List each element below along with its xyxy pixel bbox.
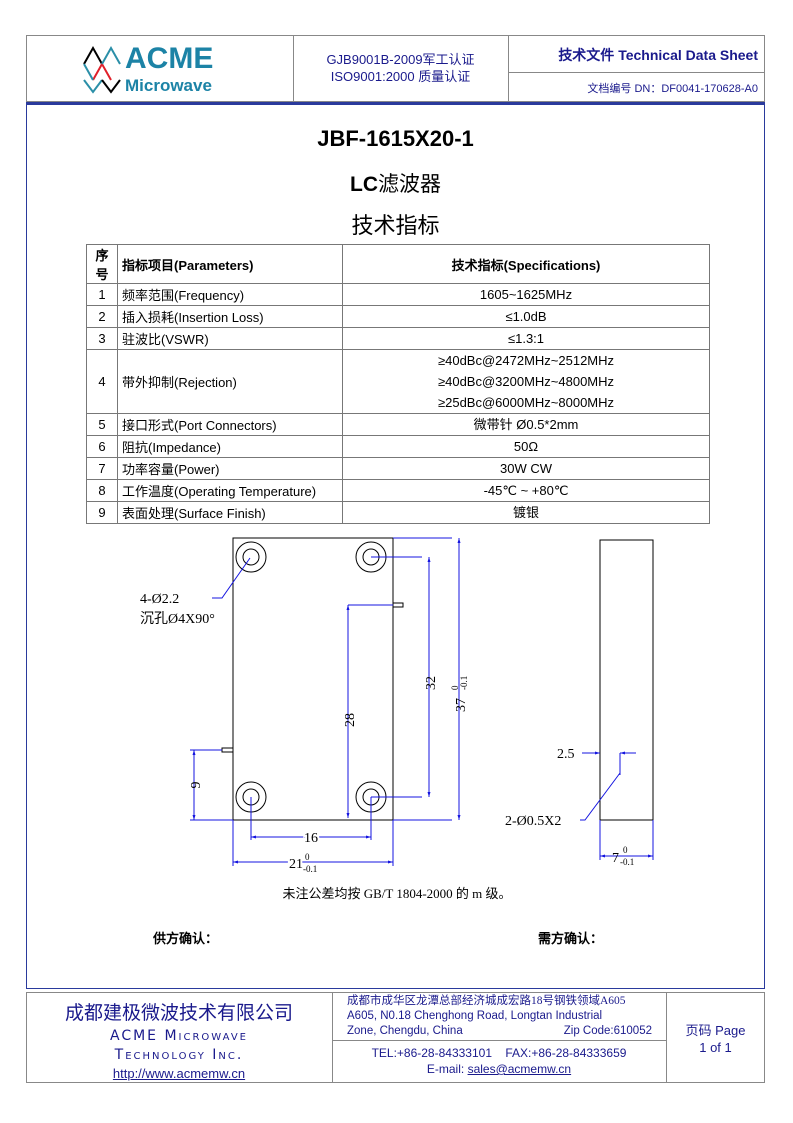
spec-value: ≤1.0dB	[505, 309, 547, 324]
row-parameter: 驻波比(VSWR)	[117, 327, 343, 350]
dim-7-tol-lower: -0.1	[620, 857, 634, 867]
dim-28: 28	[343, 713, 358, 727]
model-title: JBF-1615X20-1	[317, 126, 474, 151]
dim-7: 7	[612, 851, 619, 866]
address-en1: A605, N0.18 Chenghong Road, Longtan Indu…	[347, 1010, 603, 1022]
spec-value: ≥25dBc@6000MHz~8000MHz	[437, 395, 615, 410]
dim-21-tol-upper: 0	[305, 852, 310, 862]
row-parameter: 带外抑制(Rejection)	[117, 349, 343, 414]
mounting-hole	[235, 541, 267, 573]
company-name-en1: ACME Microwave	[109, 1028, 248, 1044]
mechanical-drawing: 4-Ø2.2 沉孔Ø4X90° 28 32 37 0 -0.1 9 16 21 …	[140, 537, 654, 901]
tolerance-note: 未注公差均按 GB/T 1804-2000 的 m 级。	[282, 886, 511, 901]
spec-value: ≥40dBc@2472MHz~2512MHz	[437, 353, 615, 368]
dim-37-tol-upper: 0	[450, 685, 460, 690]
phone-fax: TEL:+86-28-84333101 FAX:+86-28-84333659	[371, 1046, 627, 1060]
dim-37: 37	[454, 698, 469, 712]
dim-16: 16	[304, 831, 318, 846]
spec-value: 微带针 Ø0.5*2mm	[473, 417, 579, 432]
spec-value: ≤1.3:1	[507, 331, 545, 346]
address: 成都市成华区龙潭总部经济城成宏路18号钢铁领域A605 A605, N0.18 …	[347, 994, 652, 1039]
spec-value: 镀银	[512, 505, 539, 520]
filter-body-top-view	[232, 537, 394, 821]
page-info: 页码 Page 1 of 1	[666, 1022, 765, 1056]
pin-note: 2-Ø0.5X2	[505, 814, 561, 829]
filter-body-side-view	[599, 539, 654, 821]
dim-7-tol-upper: 0	[623, 845, 628, 855]
logo-text: ACME	[125, 42, 214, 75]
acme-logo-icon	[83, 45, 121, 94]
page-number: 1 of 1	[699, 1040, 732, 1055]
zip-code: Zip Code:610052	[563, 1025, 652, 1037]
doc-number: 文档编号 DN：DF0041-170628-A0	[587, 83, 758, 95]
row-specification: 1605~1625MHz	[342, 283, 710, 306]
buyer-confirmation: 需方确认：	[538, 931, 604, 946]
dim-32: 32	[424, 676, 439, 690]
dim-37-tol-lower: -0.1	[459, 676, 469, 690]
email-label: E-mail:	[426, 1062, 468, 1076]
header	[26, 35, 765, 102]
spec-value: 30W CW	[500, 461, 552, 476]
row-specification: ≥40dBc@2472MHz~2512MHz ≥40dBc@3200MHz~480…	[342, 349, 710, 414]
certifications: GJB9001B-2009军工认证 ISO9001:2000 质量认证	[293, 51, 508, 85]
dim-21-tol-lower: -0.1	[303, 864, 317, 874]
email-line: E-mail: sales@acmemw.cn	[332, 1062, 666, 1076]
address-en2: Zone, Chengdu, China	[347, 1025, 463, 1037]
hole-note: 4-Ø2.2	[140, 592, 179, 607]
footer	[26, 992, 765, 1083]
address-cn: 成都市成华区龙潭总部经济城成宏路18号钢铁领域A605	[347, 995, 626, 1007]
output-pin	[392, 602, 404, 608]
dim-21: 21	[289, 857, 303, 872]
cert-gjb: GJB9001B-2009军工认证	[326, 52, 475, 67]
company-name-cn: 成都建极微波技术有限公司	[64, 1003, 293, 1024]
email-link[interactable]: sales@acmemw.cn	[467, 1062, 572, 1076]
cert-iso: ISO9001:2000 质量认证	[330, 69, 471, 84]
company-name-en2: Technology Inc.	[114, 1047, 244, 1063]
supplier-confirmation: 供方确认：	[153, 931, 219, 946]
row-specification: 镀银	[342, 501, 710, 524]
logo-subtext: Microwave	[125, 76, 212, 95]
spec-value: 1605~1625MHz	[479, 287, 573, 302]
content-frame	[26, 104, 765, 989]
spec-value: ≥40dBc@3200MHz~4800MHz	[437, 374, 615, 389]
website-link[interactable]: http://www.acmemw.cn	[112, 1066, 246, 1081]
product-type-suffix: 滤波器	[378, 173, 441, 196]
input-pin	[221, 747, 234, 753]
header-spec: 技术指标(Specifications)	[342, 244, 710, 284]
spec-table: 序号 指标项目(Parameters) 技术指标(Specifications)…	[86, 244, 710, 524]
dim-2-5: 2.5	[557, 747, 575, 762]
spec-value: 50Ω	[513, 439, 539, 454]
page-label: 页码 Page	[685, 1023, 746, 1038]
row-parameter: 工作温度(Operating Temperature)	[117, 479, 343, 502]
product-type-prefix: LC	[350, 173, 378, 196]
row-parameter: 接口形式(Port Connectors)	[117, 413, 343, 436]
row-parameter: 频率范围(Frequency)	[117, 283, 343, 306]
doc-type: 技术文件 Technical Data Sheet	[558, 47, 758, 63]
countersink-note: 沉孔Ø4X90°	[140, 611, 215, 627]
dim-9: 9	[189, 782, 204, 789]
row-specification: ≤1.0dB	[342, 305, 710, 328]
product-type: LC滤波器	[26, 168, 765, 198]
spec-value: -45℃ ~ +80℃	[483, 483, 569, 498]
section-title: 技术指标	[351, 213, 440, 238]
row-parameter: 插入损耗(Insertion Loss)	[117, 305, 343, 328]
